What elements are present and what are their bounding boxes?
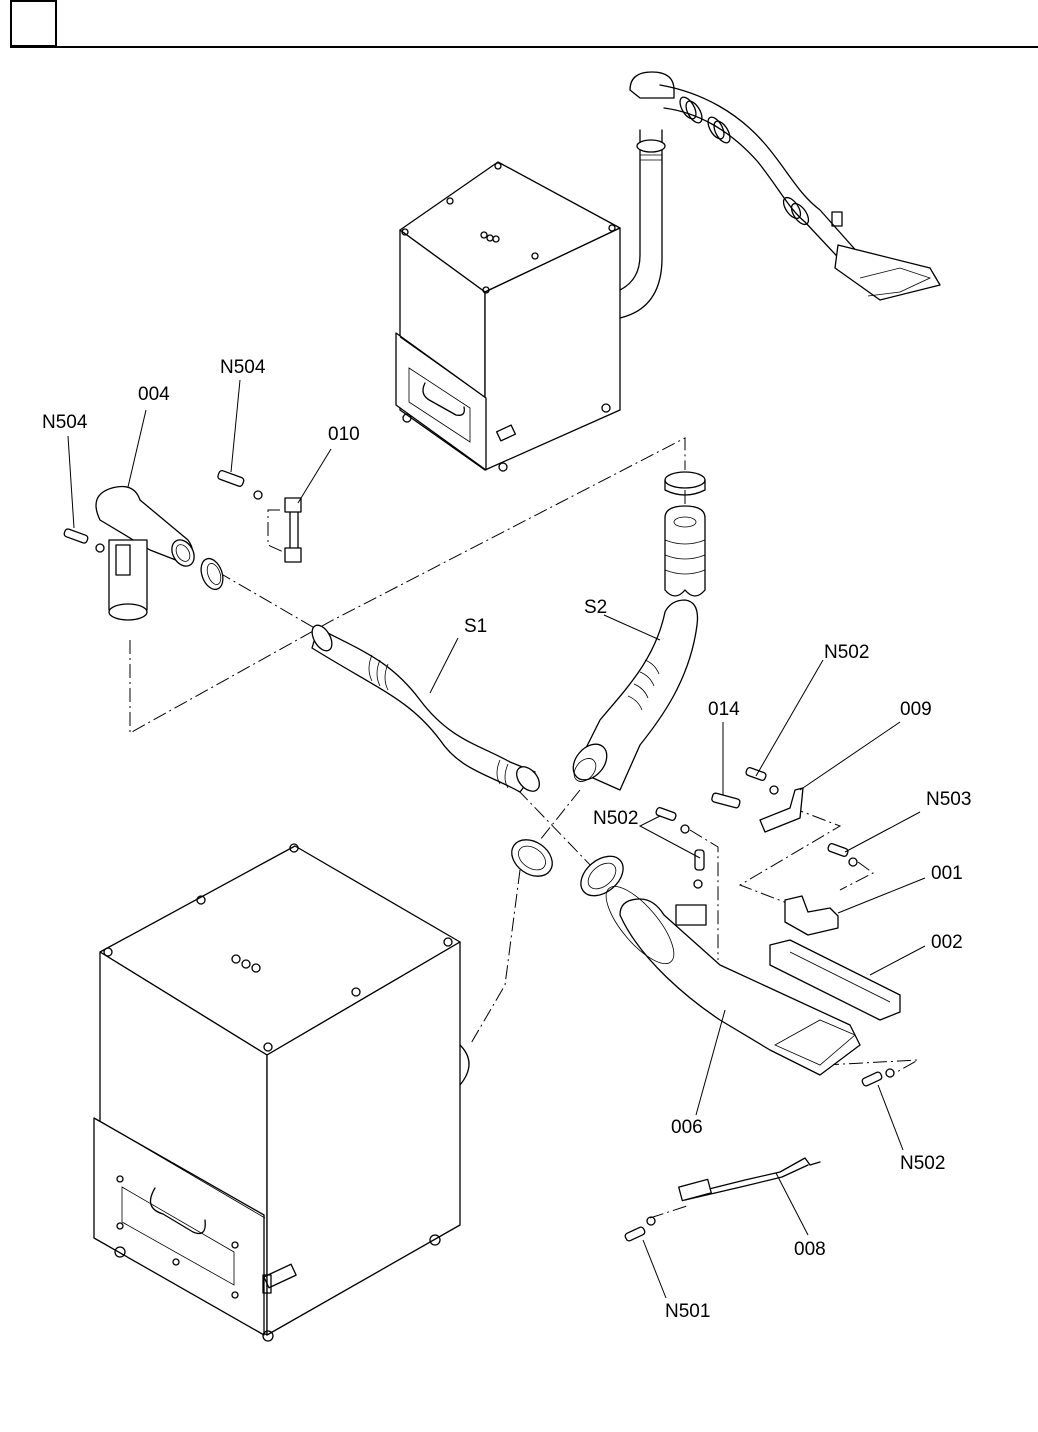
callout-s1: S1 <box>464 616 487 637</box>
callout-n501: N501 <box>665 1301 710 1322</box>
part-008-lever <box>679 1158 820 1201</box>
assembled-unit-top <box>396 72 940 471</box>
coupler-ring-top <box>665 472 705 488</box>
coupler-ring-right <box>573 848 630 903</box>
callout-002: 002 <box>931 932 963 953</box>
part-001-block <box>785 896 838 935</box>
part-009-bracket <box>760 788 803 832</box>
callout-009: 009 <box>900 699 932 720</box>
callout-n503: N503 <box>926 789 971 810</box>
callout-s2: S2 <box>584 597 607 618</box>
unit-top-nozzle <box>835 245 940 300</box>
callout-010: 010 <box>328 424 360 445</box>
part-014-pin <box>711 793 740 809</box>
hose-s1 <box>308 622 544 796</box>
callout-014: 014 <box>708 699 740 720</box>
part-004-elbow-pipe <box>63 487 227 621</box>
callout-004: 004 <box>138 384 170 405</box>
coupler-ring-left <box>505 832 559 883</box>
part-010-bracket <box>217 470 301 562</box>
coupler-sleeve <box>665 506 705 596</box>
callout-001: 001 <box>931 863 963 884</box>
assembled-unit-bottom <box>94 844 469 1341</box>
callout-008: 008 <box>794 1239 826 1260</box>
callout-n504-right: N504 <box>220 357 266 378</box>
hose-s2 <box>566 600 697 790</box>
callout-n502-top: N502 <box>824 642 869 663</box>
callout-n502-bottom: N502 <box>900 1153 945 1174</box>
callout-n504-left: N504 <box>42 412 88 433</box>
callout-n502-mid: N502 <box>593 808 638 829</box>
callout-006: 006 <box>671 1117 703 1138</box>
